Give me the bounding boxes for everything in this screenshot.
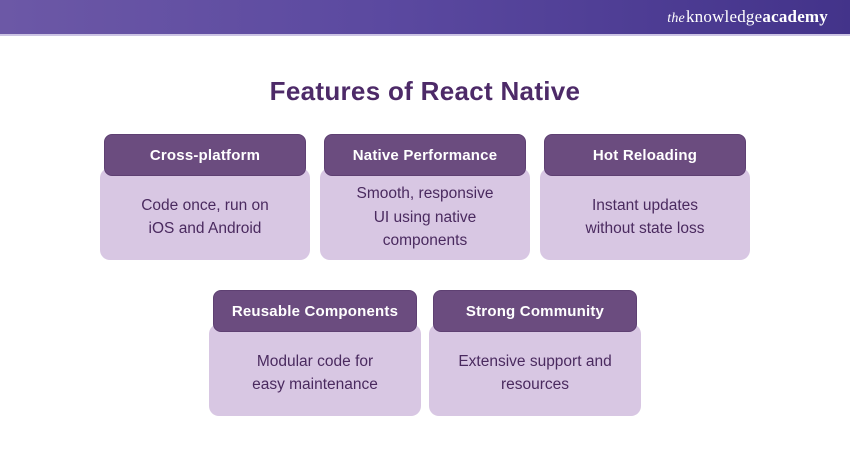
logo-suffix: academy <box>762 7 828 26</box>
card-title: Native Performance <box>352 146 498 164</box>
knowledge-academy-logo: theknowledgeacademy <box>667 7 828 27</box>
card-title: Cross-platform <box>149 146 261 164</box>
card-line: resources <box>500 376 570 394</box>
card-line: components <box>382 231 468 249</box>
cards-row-1: Cross-platform Code once, run on iOS and… <box>0 134 850 261</box>
card-body: Code once, run on iOS and Android <box>100 168 310 261</box>
card-line: easy maintenance <box>252 376 378 394</box>
page-title: Features of React Native <box>269 76 581 106</box>
feature-card-hot-reloading: Hot Reloading Instant updates without st… <box>540 134 750 261</box>
logo-name: knowledge <box>685 7 763 26</box>
card-body: Modular code for easy maintenance <box>209 324 421 417</box>
feature-card-cross-platform: Cross-platform Code once, run on iOS and… <box>100 134 310 261</box>
cards-row-2: Reusable Components Modular code for eas… <box>0 290 850 417</box>
logo-prefix: the <box>667 11 685 26</box>
feature-card-native-performance: Native Performance Smooth, responsive UI… <box>320 134 530 261</box>
card-line: Instant updates <box>592 196 698 214</box>
card-line: without state loss <box>585 220 705 238</box>
feature-card-strong-community: Strong Community Extensive support and r… <box>429 290 641 417</box>
card-title: Hot Reloading <box>592 146 698 164</box>
card-header: Strong Community <box>433 290 637 333</box>
card-body: Extensive support and resources <box>429 324 641 417</box>
card-body: Instant updates without state loss <box>540 168 750 261</box>
card-title: Strong Community <box>465 302 605 320</box>
top-brand-bar: theknowledgeacademy <box>0 0 850 36</box>
card-header: Reusable Components <box>213 290 417 333</box>
card-body: Smooth, responsive UI using native compo… <box>320 168 530 261</box>
feature-card-reusable-components: Reusable Components Modular code for eas… <box>209 290 421 417</box>
card-line: Extensive support and <box>458 352 612 370</box>
card-line: Code once, run on <box>141 196 269 214</box>
card-line: Modular code for <box>256 352 374 370</box>
card-header: Native Performance <box>324 134 526 177</box>
card-header: Cross-platform <box>104 134 306 177</box>
card-line: Smooth, responsive <box>356 185 494 203</box>
card-line: UI using native <box>373 208 477 226</box>
card-title: Reusable Components <box>231 302 399 320</box>
card-header: Hot Reloading <box>544 134 746 177</box>
card-line: iOS and Android <box>148 220 262 238</box>
features-diagram: Cross-platform Code once, run on iOS and… <box>0 134 850 417</box>
